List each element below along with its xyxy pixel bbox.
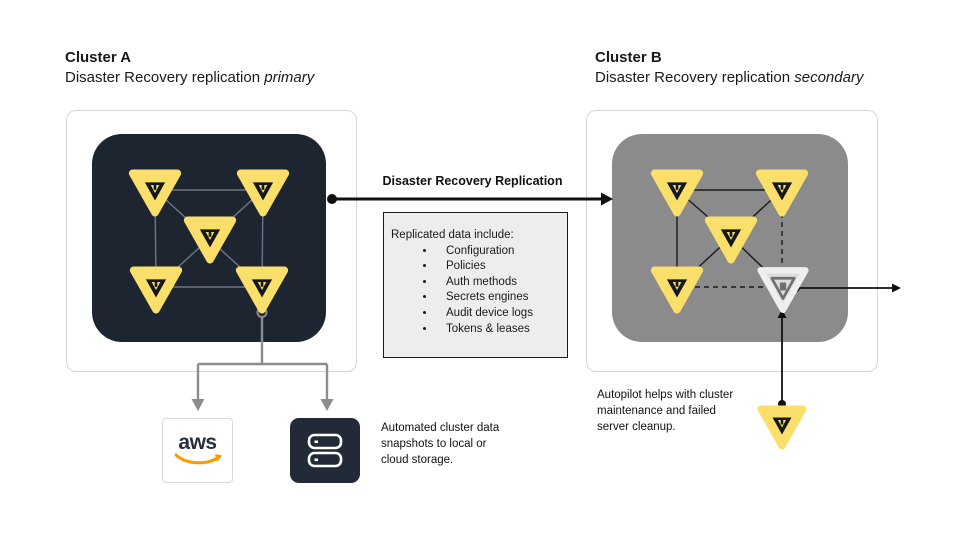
list-item: Audit device logs	[436, 306, 567, 322]
replication-arrow-label: Disaster Recovery Replication	[382, 174, 563, 188]
cluster-b-title: Cluster B	[595, 49, 662, 66]
vault-triangle-icon	[183, 216, 237, 264]
cluster-a-title: Cluster A	[65, 49, 132, 66]
autopilot-note: Autopilot helps with cluster maintenance…	[597, 389, 734, 433]
vault-triangle-icon	[128, 169, 182, 217]
aws-logo: aws	[178, 431, 217, 454]
aws-smile-icon	[174, 453, 222, 465]
replicated-data-title: Replicated data include:	[391, 229, 514, 241]
cluster-a-subtitle: Disaster Recovery replication primary	[65, 69, 315, 86]
list-item: Tokens & leases	[436, 322, 567, 338]
vault-triangle-icon	[129, 266, 183, 314]
list-item: Policies	[436, 259, 567, 275]
replication-arrow	[327, 192, 613, 206]
replicated-data-list: Configuration Policies Auth methods Secr…	[384, 244, 567, 338]
cluster-a-header: Cluster A Disaster Recovery replication …	[65, 48, 314, 88]
snapshot-arrows	[191, 307, 334, 411]
list-item: Configuration	[436, 244, 567, 260]
vault-triangle-icon	[704, 216, 758, 264]
vault-triangle-icon	[235, 266, 289, 314]
vault-triangle-icon	[755, 169, 809, 217]
failed-vault-triangle-icon	[756, 266, 810, 314]
replicated-data-box: Replicated data include: Configuration P…	[383, 212, 568, 358]
snapshot-note: Automated cluster data snapshots to loca…	[381, 422, 500, 466]
autopilot-arrow	[777, 309, 787, 408]
aws-storage-target: aws	[162, 418, 233, 483]
list-item: Auth methods	[436, 275, 567, 291]
vault-triangle-icon	[650, 266, 704, 314]
cluster-b-header: Cluster B Disaster Recovery replication …	[595, 48, 863, 88]
local-storage-target	[290, 418, 360, 483]
cluster-b-subtitle: Disaster Recovery replication secondary	[595, 69, 864, 86]
server-storage-icon	[307, 433, 343, 467]
vault-triangle-icon	[650, 169, 704, 217]
list-item: Secrets engines	[436, 290, 567, 306]
vault-triangle-icon	[236, 169, 290, 217]
